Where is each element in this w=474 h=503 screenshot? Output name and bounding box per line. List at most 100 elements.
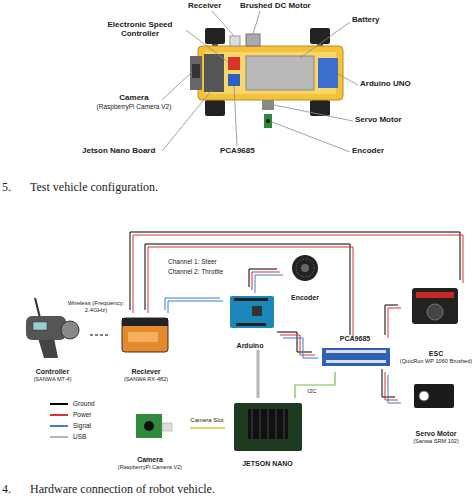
- jetson-icon-part: [276, 409, 277, 439]
- camera-icon-part: [162, 423, 172, 431]
- esc-icon-part: [427, 304, 443, 320]
- vehicle-illustration-part: [205, 52, 336, 94]
- channel-label: Channel 1: Steer: [168, 258, 217, 265]
- wire: [168, 301, 223, 313]
- leader-lines-part: [162, 72, 192, 100]
- connector: [277, 332, 318, 358]
- jetson-icon-part: [284, 409, 285, 439]
- jetson-icon-part: [248, 409, 288, 439]
- encoder-icon: [292, 255, 318, 281]
- arduino-icon-part: [230, 296, 274, 328]
- wire: [257, 350, 260, 398]
- connector: [165, 298, 223, 313]
- jetson-icon-part: [260, 409, 261, 439]
- callout-label: Arduino UNO: [360, 79, 411, 88]
- vehicle-illustration-part: [198, 46, 343, 100]
- legend-text: Ground: [73, 400, 95, 407]
- leader-lines-part: [212, 11, 234, 36]
- vehicle-illustration-part: [228, 57, 240, 70]
- controller-icon-part: [33, 322, 47, 330]
- node-text: ESC: [429, 350, 443, 358]
- node-text: (Sanwa SRM 102): [413, 438, 459, 444]
- wire: [90, 335, 110, 336]
- wire: [385, 372, 398, 400]
- legend-text: Power: [73, 411, 91, 418]
- edge-label: Camera Slot: [190, 417, 223, 424]
- vehicle-illustration-part: [266, 119, 270, 123]
- servo-icon-part: [419, 391, 429, 401]
- leader-lines-part: [186, 30, 228, 62]
- camera-icon-part: [136, 414, 162, 438]
- servo-icon-part: [414, 384, 454, 408]
- wire: [388, 308, 401, 338]
- callout-label: Encoder: [352, 146, 384, 155]
- wire: [255, 275, 283, 293]
- figure-number: 5.: [2, 180, 11, 195]
- legend: GroundPowerSignalUSB: [50, 398, 95, 442]
- receiver-icon-part: [122, 318, 168, 326]
- receiver-icon: [122, 318, 168, 352]
- leader-lines-part: [162, 90, 212, 151]
- vehicle-illustration-part: [310, 100, 330, 116]
- vehicle-illustration-part: [228, 74, 240, 86]
- callout-label: Electronic Speed Controller: [92, 20, 188, 38]
- callout-label: Servo Motor: [355, 115, 402, 124]
- callout-label: Camera: [104, 93, 164, 102]
- connector: [90, 335, 110, 336]
- legend-text: Signal: [73, 422, 91, 429]
- wire: [295, 372, 335, 398]
- node-text: Arduino: [237, 342, 264, 350]
- vehicle-illustration-part: [246, 56, 314, 90]
- vehicle-illustration-part: [230, 36, 240, 46]
- callout-label: PCA9685: [220, 146, 255, 155]
- pca9685-icon: [322, 348, 390, 366]
- pca9685-icon-part: [326, 360, 386, 363]
- vehicle-illustration-part: [310, 28, 330, 44]
- legend-row: USB: [50, 431, 95, 442]
- connector: [258, 350, 259, 398]
- jetson-icon-part: [268, 409, 269, 439]
- servo-icon: [414, 384, 454, 408]
- vehicle-illustration: [190, 28, 343, 128]
- edge-label: Wireless (Frequency: 2.4GHz): [66, 300, 126, 314]
- connector: [190, 428, 225, 429]
- legend-row: Ground: [50, 398, 95, 409]
- node-text: (RaspberryPi Camera V2): [118, 464, 182, 470]
- controller-icon: [26, 298, 79, 358]
- node-text: Encoder: [291, 294, 319, 302]
- jetson-icon-part: [252, 409, 253, 439]
- vehicle-illustration-part: [246, 34, 260, 46]
- edge-label: I2C: [307, 388, 316, 395]
- receiver-icon-part: [128, 332, 158, 342]
- vehicle-illustration-part: [262, 100, 274, 110]
- connector: [382, 369, 401, 403]
- node-text: Controller: [36, 368, 69, 376]
- wire: [165, 298, 220, 310]
- encoder-node: Encoder: [280, 250, 330, 302]
- legend-row: Power: [50, 409, 95, 420]
- node-text: (QuicRun WP 1060 Brushed): [400, 358, 472, 364]
- node-text: Camera: [137, 456, 163, 464]
- wire: [148, 247, 353, 338]
- figure-caption: Hardware connection of robot vehicle.: [30, 482, 215, 497]
- node-text: PCA9685: [340, 335, 370, 343]
- legend-swatch: [50, 414, 68, 416]
- esc-icon-part: [412, 288, 458, 324]
- receiver-node: Reciever(SANWA RX-482): [110, 310, 182, 382]
- callout-label: Jetson Nano Board: [82, 146, 155, 155]
- vehicle-illustration-part: [205, 100, 225, 116]
- pca9685-node: PCA9685: [315, 335, 395, 372]
- esc-icon-part: [416, 292, 454, 298]
- wire: [190, 427, 225, 429]
- esc-node: ESC(QuicRun WP 1060 Brushed): [398, 280, 474, 364]
- controller-node: Controller(SANWA MT-4): [15, 300, 90, 382]
- leader-lines: [162, 11, 358, 152]
- leader-lines-part: [253, 11, 260, 34]
- receiver-icon-part: [122, 318, 168, 352]
- legend-swatch: [50, 436, 68, 438]
- node-text: Servo Motor: [416, 430, 457, 438]
- servo-node: Servo Motor(Sanwa SRM 102): [398, 378, 474, 444]
- connector: [295, 372, 335, 398]
- camera-node: Camera(RaspberryPi Camera V2): [110, 410, 190, 470]
